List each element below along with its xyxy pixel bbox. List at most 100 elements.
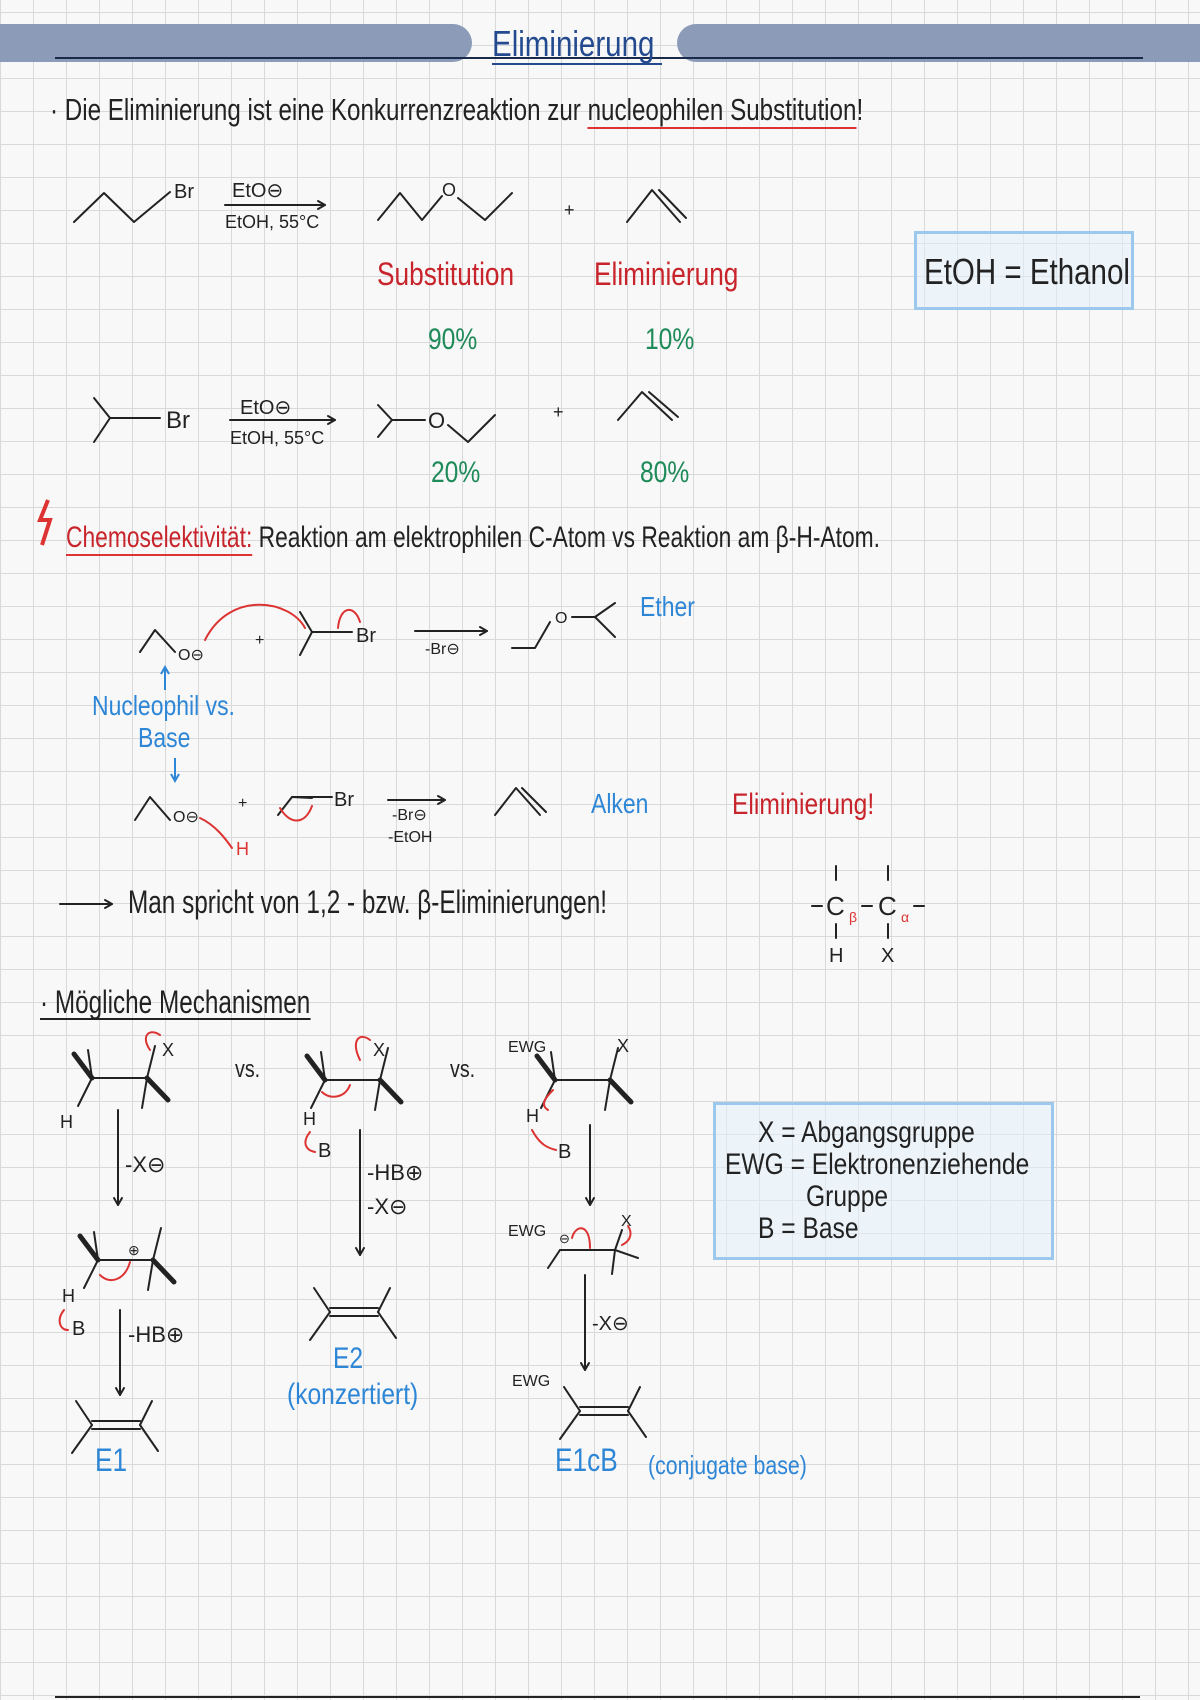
svg-text:Br: Br <box>334 789 354 811</box>
vs-label-2: vs. <box>450 1056 476 1083</box>
reaction1-ether-product: O <box>377 180 513 221</box>
chemoselectivity-label: Chemoselektivität: <box>66 521 253 556</box>
intro-underlined: nucleophilen Substitution <box>587 92 857 129</box>
svg-text:H: H <box>62 1286 75 1306</box>
svg-text:-X⊖: -X⊖ <box>367 1194 407 1219</box>
svg-text:EtO⊖: EtO⊖ <box>240 397 291 419</box>
substitution-yield-1: 90% <box>428 323 478 356</box>
svg-text:⊕: ⊕ <box>128 1242 140 1258</box>
svg-text:O: O <box>428 408 445 433</box>
alkene-label: Alken <box>591 788 649 819</box>
svg-text:-X⊖: -X⊖ <box>125 1152 165 1177</box>
svg-text:EtOH, 55°C: EtOH, 55°C <box>230 428 324 448</box>
conclusion-text: Man spricht von 1,2 - bzw. β-Eliminierun… <box>128 884 607 920</box>
svg-text:Br: Br <box>174 181 194 203</box>
svg-text:X: X <box>881 945 894 967</box>
svg-text:EWG: EWG <box>508 1039 546 1056</box>
plus-sign: + <box>238 795 247 812</box>
svg-text:-Br⊖: -Br⊖ <box>392 807 427 824</box>
beta-alpha-structure: C β C α H X <box>811 865 925 967</box>
svg-text:C: C <box>878 891 897 921</box>
e1-mechanism: X H -X⊖ ⊕ H B -HB⊕ <box>58 1031 184 1454</box>
svg-text:-EtOH: -EtOH <box>388 829 432 846</box>
reaction2-ether-product: O <box>377 404 496 443</box>
reaction2-alkene-product <box>617 391 679 421</box>
reaction4-arrow: -Br⊖ -EtOH <box>387 795 446 846</box>
mechanisms-title-text: Mögliche Mechanismen <box>54 984 311 1020</box>
intro-text: Die Eliminierung ist eine Konkurrenzreak… <box>64 92 588 127</box>
substitution-yield-2: 20% <box>431 456 481 489</box>
svg-text:H: H <box>60 1112 73 1132</box>
lightning-icon <box>37 499 53 546</box>
bullet: · <box>50 92 59 127</box>
page-title: Eliminierung <box>492 23 655 64</box>
svg-text:Br: Br <box>356 625 376 647</box>
legend-line-4: B = Base <box>758 1212 859 1245</box>
reaction4-substrate: Br <box>277 789 354 822</box>
mechanisms-title: · Mögliche Mechanismen <box>40 984 311 1020</box>
intro-end: ! <box>856 92 864 127</box>
chemoselectivity-line: Chemoselektivität: Reaktion am elektroph… <box>66 521 880 556</box>
note-box-text: EtOH = Ethanol <box>924 251 1130 292</box>
e2-sublabel: (konzertiert) <box>287 1378 419 1411</box>
reaction2-reactant: Br <box>93 397 190 443</box>
chemoselectivity-text: Reaktion am elektrophilen C-Atom vs Reak… <box>258 521 880 554</box>
legend-box <box>713 1102 1054 1260</box>
legend-line-2: EWG = Elektronenziehende <box>725 1148 1030 1181</box>
e1-label: E1 <box>95 1442 128 1478</box>
reaction4-alkene-product <box>494 787 547 816</box>
ether-label: Ether <box>640 591 695 622</box>
e1cb-sublabel: (conjugate base) <box>648 1450 807 1480</box>
reaction3-arrow: -Br⊖ <box>414 626 488 658</box>
header-bar-left <box>0 24 472 62</box>
svg-text:X: X <box>162 1040 174 1060</box>
svg-text:O: O <box>555 610 567 627</box>
svg-text:EWG: EWG <box>508 1223 546 1240</box>
svg-text:α: α <box>901 909 909 925</box>
svg-text:Br: Br <box>166 407 190 434</box>
svg-text:X: X <box>621 1213 632 1230</box>
legend-line-3: Gruppe <box>806 1180 889 1213</box>
svg-text:O⊖: O⊖ <box>173 809 199 826</box>
svg-text:H: H <box>829 945 843 967</box>
svg-text:H: H <box>526 1106 539 1126</box>
svg-text:C: C <box>826 891 845 921</box>
nucleophile-vs-label: Nucleophil vs. <box>92 690 235 721</box>
reaction1-reactant: Br <box>73 181 194 223</box>
svg-text:H: H <box>303 1109 316 1129</box>
svg-text:B: B <box>318 1140 331 1162</box>
reaction1-arrow: EtO⊖ EtOH, 55°C <box>224 180 326 232</box>
e1cb-mechanism: EWG X H B EWG ⊖ X -X⊖ EWG <box>508 1036 647 1440</box>
plus-sign: + <box>553 402 564 422</box>
e2-mechanism: X H B -HB⊕ -X⊖ <box>303 1035 423 1341</box>
e1cb-label: E1cB <box>555 1442 618 1478</box>
plus-sign: + <box>564 200 575 220</box>
svg-text:β: β <box>849 909 857 925</box>
elimination-label: Eliminierung <box>594 256 739 292</box>
svg-text:X: X <box>373 1040 385 1060</box>
reaction1-alkene-product <box>626 189 687 223</box>
reaction4-base: O⊖ H <box>134 796 249 859</box>
reaction3-nucleophile: O⊖ <box>139 603 306 664</box>
svg-text:-Br⊖: -Br⊖ <box>425 641 460 658</box>
svg-text:-X⊖: -X⊖ <box>592 1313 629 1335</box>
note-box <box>914 231 1134 310</box>
legend-line-1: X = Abgangsgruppe <box>758 1116 975 1149</box>
base-label: Base <box>138 722 191 753</box>
e2-label: E2 <box>333 1342 364 1375</box>
elimination-yield-2: 80% <box>640 456 690 489</box>
svg-text:-HB⊕: -HB⊕ <box>128 1322 184 1347</box>
header-bar-right <box>677 24 1200 62</box>
vs-label-1: vs. <box>235 1056 261 1083</box>
svg-text:H: H <box>236 839 249 859</box>
svg-text:-HB⊕: -HB⊕ <box>367 1160 423 1185</box>
svg-text:O: O <box>442 180 456 200</box>
reaction3-substrate: Br <box>299 609 376 656</box>
reaction3-ether-product: O <box>511 602 616 649</box>
svg-text:EWG: EWG <box>512 1373 550 1390</box>
elimination-result: Eliminierung! <box>732 788 875 821</box>
svg-text:B: B <box>558 1141 571 1163</box>
svg-text:X: X <box>617 1036 629 1056</box>
substitution-label: Substitution <box>377 256 515 292</box>
